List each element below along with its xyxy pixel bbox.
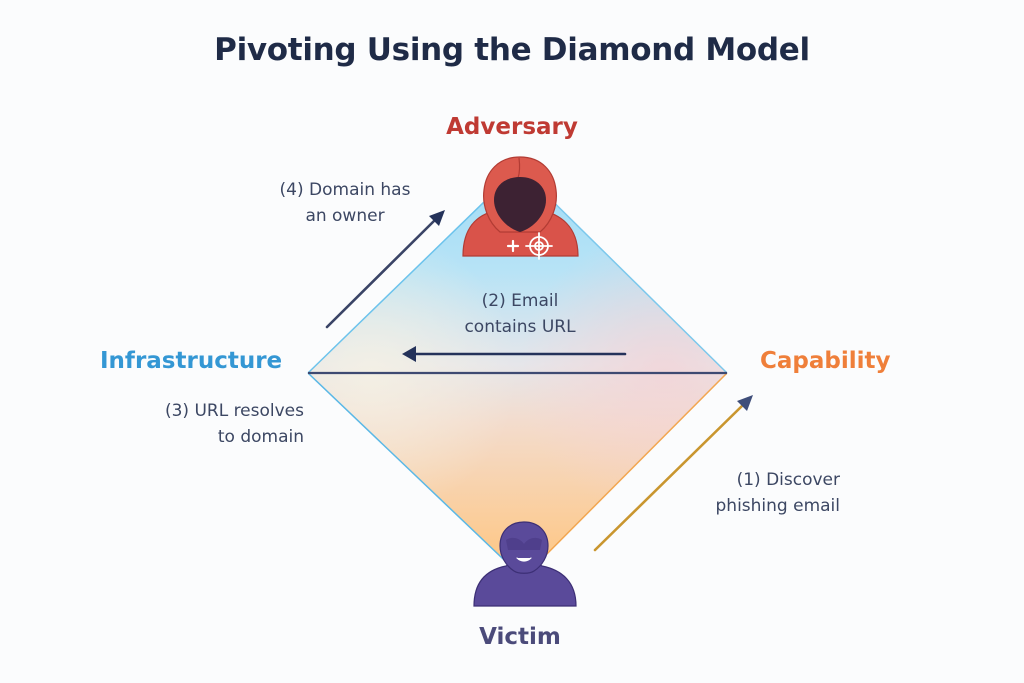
step-2-line-1: (2) Email bbox=[481, 291, 559, 311]
step-3-line-1: (3) URL resolves bbox=[164, 401, 304, 421]
arrow-step-1-head bbox=[737, 395, 753, 411]
step-4-line-2: an owner bbox=[305, 206, 385, 226]
diagram-title: Pivoting Using the Diamond Model bbox=[214, 32, 810, 68]
victim-shade bbox=[506, 537, 542, 550]
arrow-step-1 bbox=[593, 395, 753, 552]
step-1-annotation: (1) Discover phishing email bbox=[660, 467, 841, 519]
arrow-step-4-head bbox=[429, 210, 445, 226]
diamond-edge-bottom-right bbox=[522, 372, 728, 579]
node-label-capability: Capability bbox=[760, 348, 891, 374]
arrow-step-1-shaft bbox=[593, 402, 746, 552]
arrow-step-2 bbox=[402, 346, 627, 362]
arrow-step-2-head bbox=[402, 346, 416, 362]
victim-smile bbox=[516, 557, 532, 562]
step-2-annotation: (2) Email contains URL bbox=[420, 288, 620, 340]
hooded-hacker-icon bbox=[462, 156, 579, 260]
step-1-line-2: phishing email bbox=[715, 496, 841, 516]
node-label-victim: Victim bbox=[479, 624, 561, 650]
diamond-edge-bottom-left bbox=[307, 372, 524, 579]
arrow-step-4-shaft bbox=[325, 217, 438, 329]
step-3-line-2: to domain bbox=[217, 427, 304, 447]
step-4-annotation: (4) Domain has an owner bbox=[240, 177, 450, 229]
step-4-line-1: (4) Domain has bbox=[279, 180, 411, 200]
node-label-infrastructure: Infrastructure bbox=[100, 348, 283, 374]
person-silhouette-icon bbox=[473, 521, 577, 607]
diamond-shape bbox=[307, 167, 728, 579]
step-1-line-1: (1) Discover bbox=[736, 470, 840, 490]
plus-icon bbox=[506, 239, 520, 253]
crosshair-target-icon bbox=[525, 232, 553, 260]
step-2-line-2: contains URL bbox=[464, 317, 576, 337]
adversary-face bbox=[494, 177, 546, 232]
arrow-step-4 bbox=[325, 210, 445, 329]
step-3-annotation: (3) URL resolves to domain bbox=[110, 398, 304, 450]
adversary-hood-seam bbox=[517, 157, 521, 179]
node-label-adversary: Adversary bbox=[446, 114, 578, 140]
